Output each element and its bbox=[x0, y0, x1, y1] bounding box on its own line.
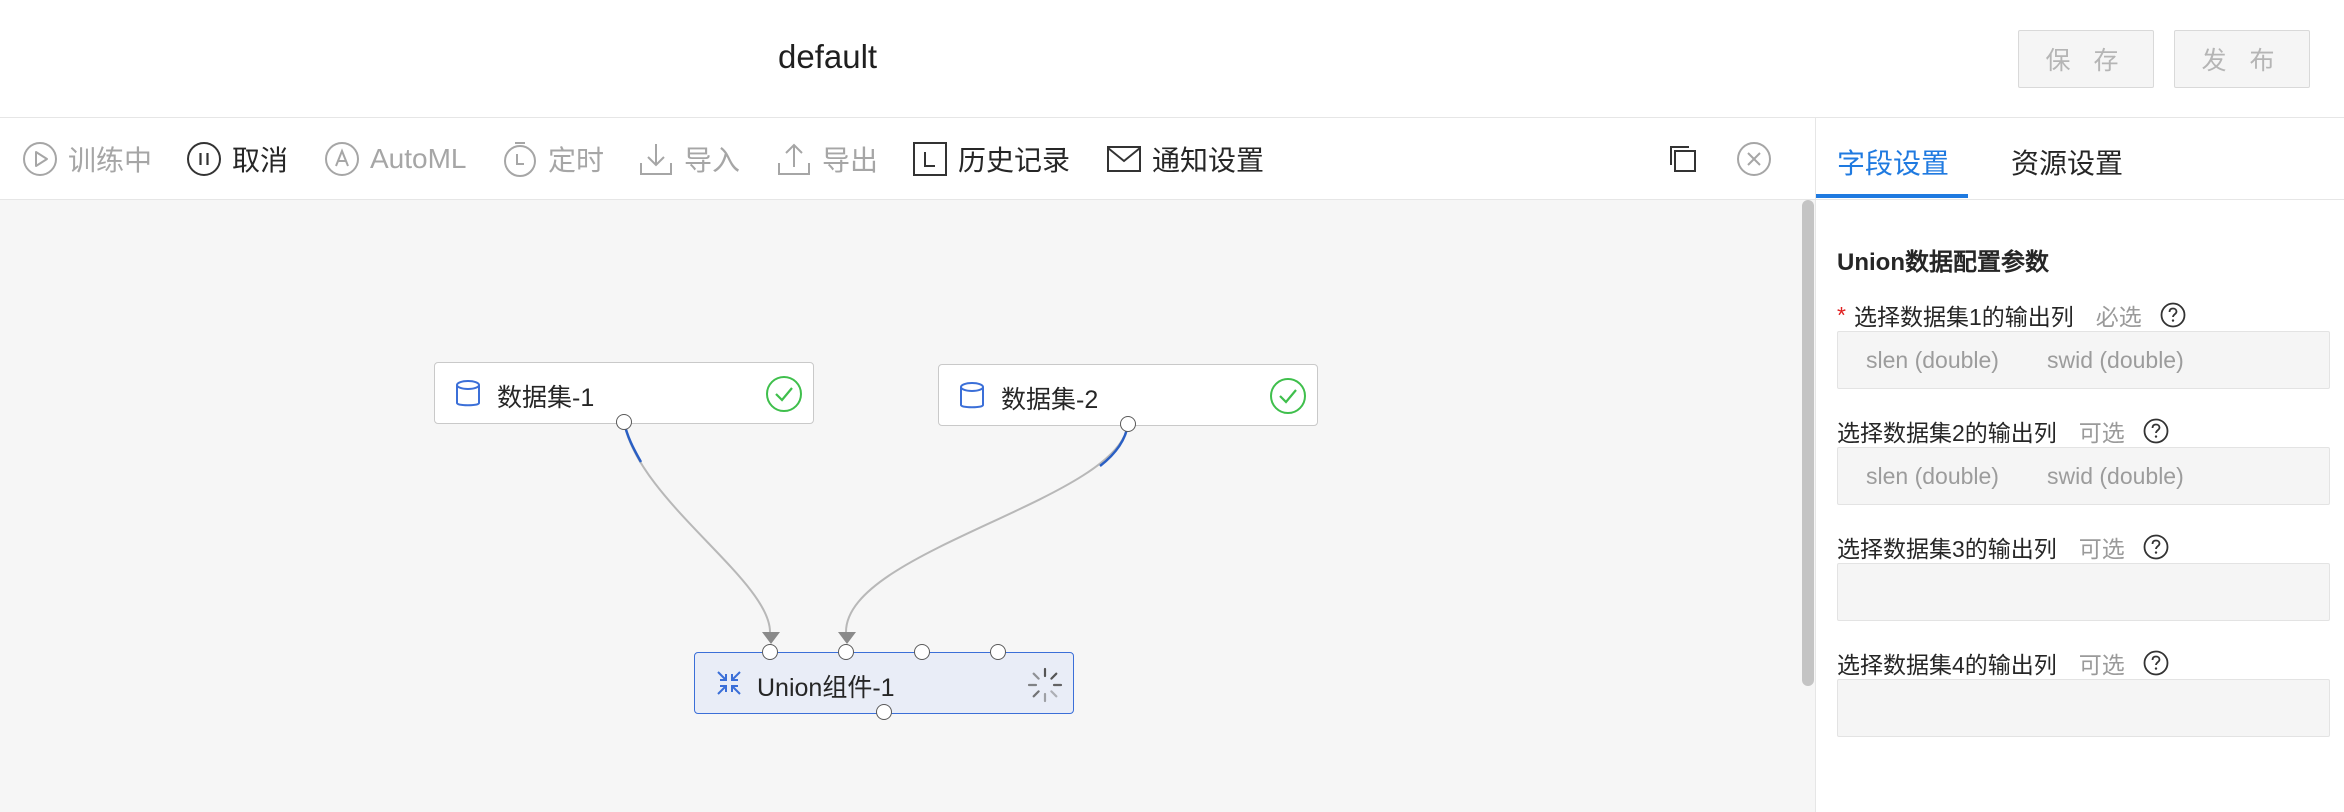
input-port-1[interactable] bbox=[762, 644, 778, 660]
success-check-icon bbox=[1269, 377, 1307, 422]
timer-icon bbox=[502, 140, 538, 178]
training-label: 训练中 bbox=[68, 145, 153, 176]
input-port-2[interactable] bbox=[838, 644, 854, 660]
tab-resource-settings[interactable]: 资源设置 bbox=[2011, 148, 2124, 179]
export-label: 导出 bbox=[822, 145, 879, 176]
field-label-text: 选择数据集4的输出列 bbox=[1837, 652, 2057, 678]
close-icon bbox=[1736, 141, 1772, 177]
schedule-label: 定时 bbox=[548, 145, 605, 176]
field-label-dataset-4: 选择数据集4的输出列 可选 bbox=[1837, 646, 2169, 680]
success-check-icon bbox=[765, 375, 803, 420]
required-mark: * bbox=[1837, 301, 1846, 328]
node-label: 数据集-2 bbox=[1001, 386, 1099, 414]
cancel-label: 取消 bbox=[232, 145, 289, 176]
play-icon bbox=[22, 141, 58, 177]
input-port-4[interactable] bbox=[990, 644, 1006, 660]
schedule-button[interactable]: 定时 bbox=[502, 118, 604, 200]
edge-layer bbox=[622, 421, 1130, 644]
node-label: Union组件-1 bbox=[757, 674, 895, 702]
import-button[interactable]: 导入 bbox=[638, 118, 740, 200]
automl-label: AutoML bbox=[370, 143, 467, 174]
mail-icon bbox=[1106, 145, 1142, 173]
field-label-text: 选择数据集3的输出列 bbox=[1837, 536, 2057, 562]
union-icon bbox=[715, 669, 743, 704]
notify-settings-button[interactable]: 通知设置 bbox=[1106, 118, 1264, 200]
database-icon bbox=[455, 380, 481, 415]
notify-label: 通知设置 bbox=[1152, 145, 1265, 176]
copy-button[interactable] bbox=[1668, 118, 1708, 200]
automl-button[interactable]: AutoML bbox=[324, 118, 467, 200]
field-label-dataset-3: 选择数据集3的输出列 可选 bbox=[1837, 530, 2169, 564]
copy-icon bbox=[1668, 144, 1698, 174]
optional-tag: 可选 bbox=[2078, 652, 2125, 678]
save-button[interactable]: 保 存 bbox=[2018, 30, 2154, 88]
history-button[interactable]: 历史记录 bbox=[912, 118, 1070, 200]
help-icon[interactable] bbox=[2143, 650, 2169, 676]
node-label: 数据集-1 bbox=[497, 384, 595, 412]
output-port[interactable] bbox=[616, 414, 632, 430]
arrowhead-1 bbox=[762, 632, 780, 644]
help-icon[interactable] bbox=[2143, 418, 2169, 444]
page-title: default bbox=[778, 38, 878, 75]
upload-icon bbox=[776, 141, 812, 177]
section-title: Union数据配置参数 bbox=[1837, 249, 2049, 276]
arrowhead-2 bbox=[838, 632, 856, 644]
edge-dataset2-union bbox=[845, 423, 1129, 633]
column-tag: swid (double) bbox=[2046, 462, 2184, 489]
column-select-dataset-1[interactable]: slen (double) swid (double) bbox=[1837, 331, 2330, 389]
field-label-dataset-1: * 选择数据集1的输出列 必选 bbox=[1837, 298, 2186, 332]
field-label-text: 选择数据集2的输出列 bbox=[1837, 420, 2057, 446]
node-dataset-2[interactable]: 数据集-2 bbox=[938, 364, 1318, 426]
toolbar: 训练中 取消 AutoML 定时 导入 导出 历史记录 bbox=[0, 118, 1815, 200]
column-tag: slen (double) bbox=[1866, 462, 1999, 489]
app-header: default 保 存 发 布 bbox=[0, 0, 2344, 118]
column-select-dataset-4[interactable] bbox=[1837, 679, 2330, 737]
field-label-text: 选择数据集1的输出列 bbox=[1853, 304, 2074, 330]
tab-field-settings[interactable]: 字段设置 bbox=[1837, 148, 1950, 179]
cancel-button[interactable]: 取消 bbox=[186, 118, 288, 200]
output-port[interactable] bbox=[876, 704, 892, 720]
required-tag: 必选 bbox=[2095, 304, 2142, 330]
column-select-dataset-2[interactable]: slen (double) swid (double) bbox=[1837, 447, 2330, 505]
training-button[interactable]: 训练中 bbox=[22, 118, 152, 200]
loading-spinner-icon bbox=[1027, 667, 1063, 710]
export-button[interactable]: 导出 bbox=[776, 118, 878, 200]
help-icon[interactable] bbox=[2160, 302, 2186, 328]
optional-tag: 可选 bbox=[2078, 420, 2125, 446]
field-label-dataset-2: 选择数据集2的输出列 可选 bbox=[1837, 414, 2169, 448]
panel-tabs: 字段设置 资源设置 bbox=[1816, 118, 2344, 200]
pause-icon bbox=[186, 141, 222, 177]
canvas-scrollbar[interactable] bbox=[1802, 200, 1814, 812]
close-button[interactable] bbox=[1736, 118, 1782, 200]
active-tab-indicator bbox=[1816, 194, 1968, 198]
automl-icon bbox=[324, 141, 360, 177]
history-label: 历史记录 bbox=[958, 145, 1071, 176]
input-port-3[interactable] bbox=[914, 644, 930, 660]
column-select-dataset-3[interactable] bbox=[1837, 563, 2330, 621]
output-port[interactable] bbox=[1120, 416, 1136, 432]
column-tag: slen (double) bbox=[1866, 346, 1999, 373]
optional-tag: 可选 bbox=[2078, 536, 2125, 562]
scrollbar-thumb[interactable] bbox=[1802, 200, 1814, 686]
download-icon bbox=[638, 141, 674, 177]
help-icon[interactable] bbox=[2143, 534, 2169, 560]
edge-dataset1-union bbox=[623, 421, 771, 633]
history-icon bbox=[912, 141, 948, 177]
settings-panel: 字段设置 资源设置 Union数据配置参数 * 选择数据集1的输出列 必选 sl… bbox=[1815, 118, 2344, 812]
database-icon bbox=[959, 382, 985, 417]
import-label: 导入 bbox=[684, 145, 741, 176]
node-union-1[interactable]: Union组件-1 bbox=[694, 652, 1074, 714]
publish-button[interactable]: 发 布 bbox=[2174, 30, 2310, 88]
workflow-canvas[interactable]: 数据集-1 数据集-2 Union组件-1 bbox=[0, 200, 1815, 812]
column-tag: swid (double) bbox=[2046, 346, 2184, 373]
